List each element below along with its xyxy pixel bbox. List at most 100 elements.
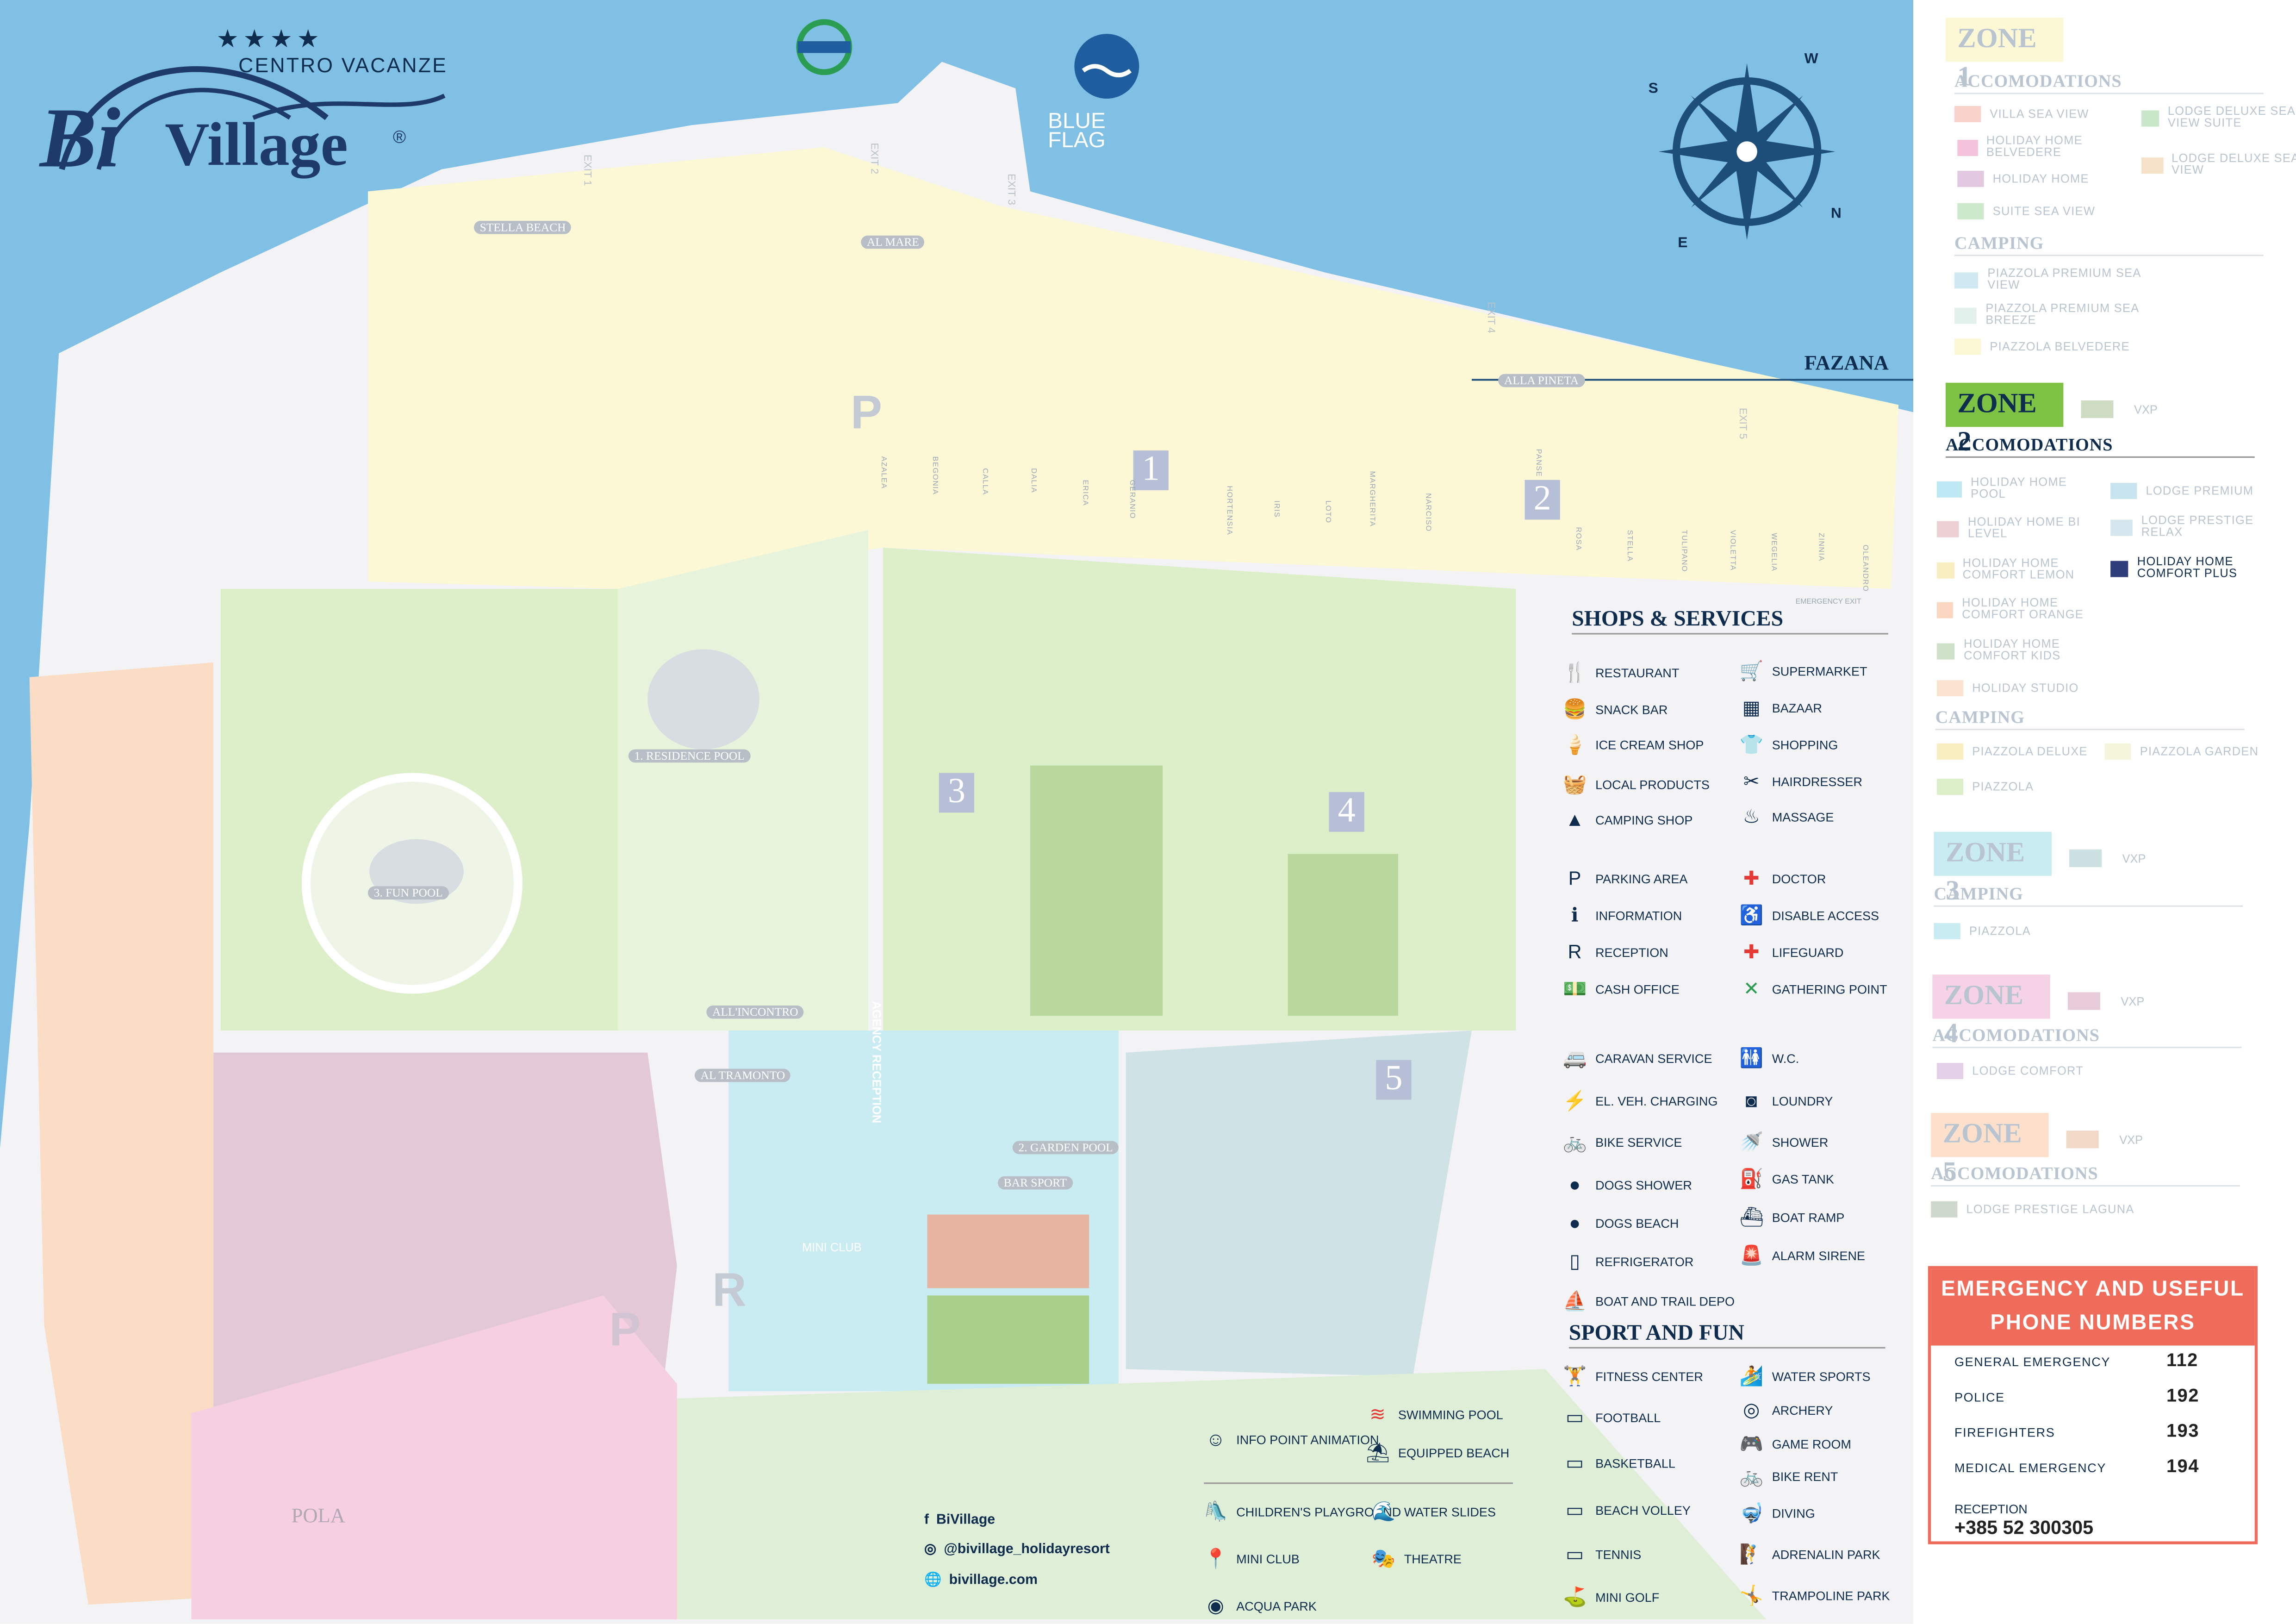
legend-swatch	[2141, 156, 2163, 173]
instagram-link[interactable]: ◎@bivillage_holidayresort	[924, 1541, 1110, 1558]
legend-doctor: ✚DOCTOR	[1740, 867, 1826, 891]
street-label: TULIPANO	[1679, 530, 1688, 572]
gathering-point-icon: ✕	[1743, 977, 1760, 1000]
zone4-accommodations-heading: ACCOMODATIONS	[1932, 1024, 2242, 1049]
local-products-icon: 🧺	[1563, 773, 1587, 795]
legend-dog-shower: ●DOGS SHOWER	[1563, 1173, 1692, 1195]
website-link[interactable]: 🌐bivillage.com	[924, 1572, 1038, 1589]
info-icon: ℹ	[1571, 904, 1579, 926]
laundry-icon: ◙	[1745, 1089, 1757, 1112]
legend-swatch	[1957, 203, 1984, 219]
place-residence-pool[interactable]: 1. RESIDENCE POOL	[628, 749, 751, 763]
service-label: HAIRDRESSER	[1772, 774, 1862, 789]
legend-boat-depo: ⛵BOAT AND TRAIL DEPO	[1563, 1290, 1735, 1313]
lifeguard-icon: ✚	[1743, 941, 1760, 963]
street-label: ROSA	[1573, 527, 1582, 551]
service-label: LIFEGUARD	[1772, 945, 1844, 960]
wc-icon: 🚻	[1739, 1046, 1764, 1069]
acqua-park-icon: ◉	[1207, 1594, 1224, 1617]
zone2-vxp: VXP	[2081, 400, 2158, 418]
legend-caravan: 🚐CARAVAN SERVICE	[1563, 1047, 1712, 1070]
fridge-icon: ▯	[1569, 1249, 1580, 1272]
legend-shower: 🚿SHOWER	[1740, 1131, 1829, 1154]
facebook-icon: f	[924, 1512, 929, 1528]
service-label: SUPERMARKET	[1772, 664, 1867, 679]
legend-label: HOLIDAY HOME BELVEDERE	[1986, 134, 2083, 159]
legend-swatch	[1936, 779, 1964, 795]
service-label: SHOPPING	[1772, 737, 1838, 752]
place-al-mare[interactable]: AL MARE	[861, 235, 925, 249]
legend-tent: ▲CAMPING SHOP	[1563, 808, 1692, 831]
place-agency-reception[interactable]: AGENCY RECEPTION	[870, 1001, 883, 1124]
service-label: GATHERING POINT	[1772, 982, 1887, 997]
diving-icon: 🤿	[1739, 1501, 1764, 1524]
place-garden-pool[interactable]: 2. GARDEN POOL	[1012, 1141, 1119, 1155]
legend-item: HOLIDAY HOME COMFORT KIDS	[1936, 638, 2099, 662]
parking-north-icon[interactable]: P	[851, 386, 882, 439]
place-all-incontro[interactable]: ALL'INCONTRO	[706, 1005, 804, 1019]
parking-south-area	[191, 1295, 677, 1619]
scissors-icon: ✂	[1743, 770, 1760, 792]
legend-swatch	[1954, 271, 1979, 288]
trampoline-icon: 🤸	[1739, 1584, 1764, 1606]
sunbed-icon: ⛱	[1366, 1441, 1390, 1463]
shirt-icon: 👕	[1739, 733, 1764, 756]
place-bar-sport[interactable]: BAR SPORT	[998, 1176, 1073, 1190]
legend-label: LODGE COMFORT	[1972, 1063, 2084, 1077]
legend-massage: ♨MASSAGE	[1740, 805, 1834, 829]
legend-ev-charging: ⚡EL. VEH. CHARGING	[1563, 1089, 1717, 1113]
zone1-accommodations-heading: ACCOMODATIONS	[1954, 71, 2264, 94]
legend-item: PIAZZOLA GARDEN	[2104, 743, 2281, 760]
compass-w: W	[1804, 51, 1818, 68]
legend-item: HOLIDAY HOME COMFORT PLUS	[2110, 556, 2272, 580]
service-label: LOCAL PRODUCTS	[1595, 777, 1710, 792]
service-label: BIKE SERVICE	[1595, 1135, 1682, 1150]
slide-icon: 🛝	[1204, 1500, 1228, 1523]
reception-phone-number[interactable]: +385 52 300305	[1954, 1516, 2094, 1539]
legend-label: VILLA SEA VIEW	[1990, 106, 2089, 120]
street-label: AZALEA	[878, 456, 888, 489]
alarm-icon: 🚨	[1739, 1244, 1764, 1266]
place-mini-club[interactable]: MINI CLUB	[802, 1241, 862, 1255]
service-label: LOUNDRY	[1772, 1093, 1833, 1108]
service-label: ICE CREAM SHOP	[1595, 737, 1704, 752]
legend-item: PIAZZOLA DELUXE	[1936, 743, 2114, 760]
bivillage-logo[interactable]: ★★★★ CENTRO VACANZE Bi Village ®	[32, 25, 459, 192]
legend-swatch	[1936, 643, 1955, 659]
place-al-tramonto[interactable]: AL TRAMONTO	[694, 1068, 791, 1082]
service-label: ADRENALIN PARK	[1772, 1547, 1880, 1562]
place-stella-beach[interactable]: STELLA BEACH	[473, 221, 572, 234]
vxp-label: VXP	[2122, 851, 2146, 865]
legend-gas: ⛽GAS TANK	[1740, 1168, 1834, 1191]
place-alla-pineta[interactable]: ALLA PINETA	[1498, 374, 1585, 387]
place-fun-pool[interactable]: 3. FUN POOL	[368, 886, 449, 899]
emergency-numbers-panel: EMERGENCY AND USEFUL PHONE NUMBERS GENER…	[1928, 1266, 2258, 1544]
service-label: ACQUA PARK	[1236, 1599, 1317, 1614]
legend-shop: ▦BAZAAR	[1740, 696, 1822, 720]
street-label: ZINNIA	[1816, 533, 1825, 562]
zone-5-marker: 5	[1376, 1060, 1412, 1100]
legend-item: HOLIDAY HOME COMFORT ORANGE	[1936, 597, 2099, 621]
legend-item: LODGE PREMIUM	[2110, 483, 2272, 500]
legend-item: VILLA SEA VIEW	[1954, 106, 2116, 122]
legend-item: HOLIDAY HOME BELVEDERE	[1957, 134, 2119, 159]
legend-label: LODGE PRESTIGE LAGUNA	[1966, 1202, 2134, 1216]
zone-3-marker: 3	[939, 773, 975, 813]
parking-south-icon[interactable]: P	[609, 1303, 641, 1356]
legend-football-field: ▭FOOTBALL	[1563, 1406, 1661, 1430]
service-label: BAZAAR	[1772, 700, 1822, 716]
reception-map-icon[interactable]: R	[712, 1263, 747, 1316]
exit-3-label: EXIT 3	[1005, 174, 1016, 205]
zone3-camping-heading: CAMPING	[1934, 883, 2243, 907]
legend-swatch	[2104, 743, 2131, 760]
legend-item: SUITE SEA VIEW	[1957, 203, 2119, 219]
service-label: RESTAURANT	[1595, 665, 1680, 681]
zone1-camping-heading: CAMPING	[1954, 232, 2264, 256]
legend-label: SUITE SEA VIEW	[1992, 204, 2096, 218]
basketball-court-icon: ▭	[1566, 1451, 1584, 1474]
